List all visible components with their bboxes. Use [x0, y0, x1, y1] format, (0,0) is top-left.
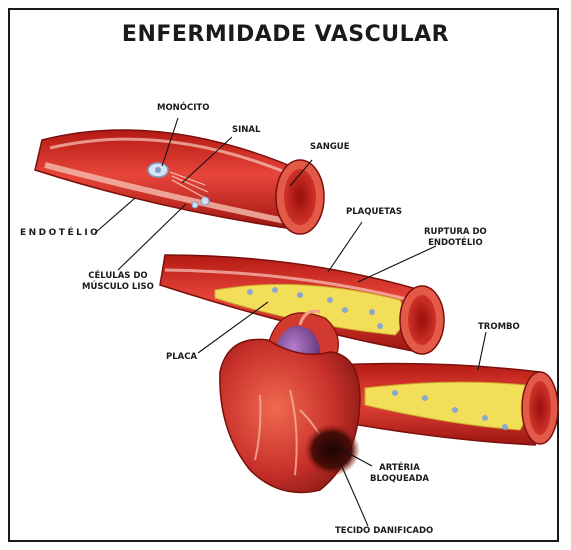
label-arteria: ARTÉRIA BLOQUEADA: [370, 463, 429, 485]
vessel-top: [35, 130, 324, 234]
label-celulas-line1: CÉLULAS DO: [82, 271, 154, 282]
vessel-bottom: [330, 364, 558, 445]
heart: [220, 311, 360, 492]
label-tecido: TECIDO DANIFICADO: [335, 526, 433, 537]
label-celulas: CÉLULAS DO MÚSCULO LISO: [82, 271, 154, 293]
label-celulas-line2: MÚSCULO LISO: [82, 282, 154, 293]
label-trombo: TROMBO: [478, 322, 520, 333]
label-sangue: SANGUE: [310, 142, 350, 153]
label-arteria-line1: ARTÉRIA: [370, 463, 429, 474]
diagram-title: ENFERMIDADE VASCULAR: [0, 22, 571, 47]
label-ruptura: RUPTURA DO ENDOTÉLIO: [424, 227, 487, 249]
damaged-tissue: [304, 424, 360, 476]
label-sinal: SINAL: [232, 125, 260, 136]
label-ruptura-line1: RUPTURA DO: [424, 227, 487, 238]
label-arteria-line2: BLOQUEADA: [370, 474, 429, 485]
label-ruptura-line2: ENDOTÉLIO: [424, 238, 487, 249]
label-endotelio: ENDOTÉLIO: [20, 228, 100, 239]
label-placa: PLACA: [166, 352, 197, 363]
label-monocito: MONÓCITO: [157, 103, 209, 114]
label-plaquetas: PLAQUETAS: [346, 207, 402, 218]
